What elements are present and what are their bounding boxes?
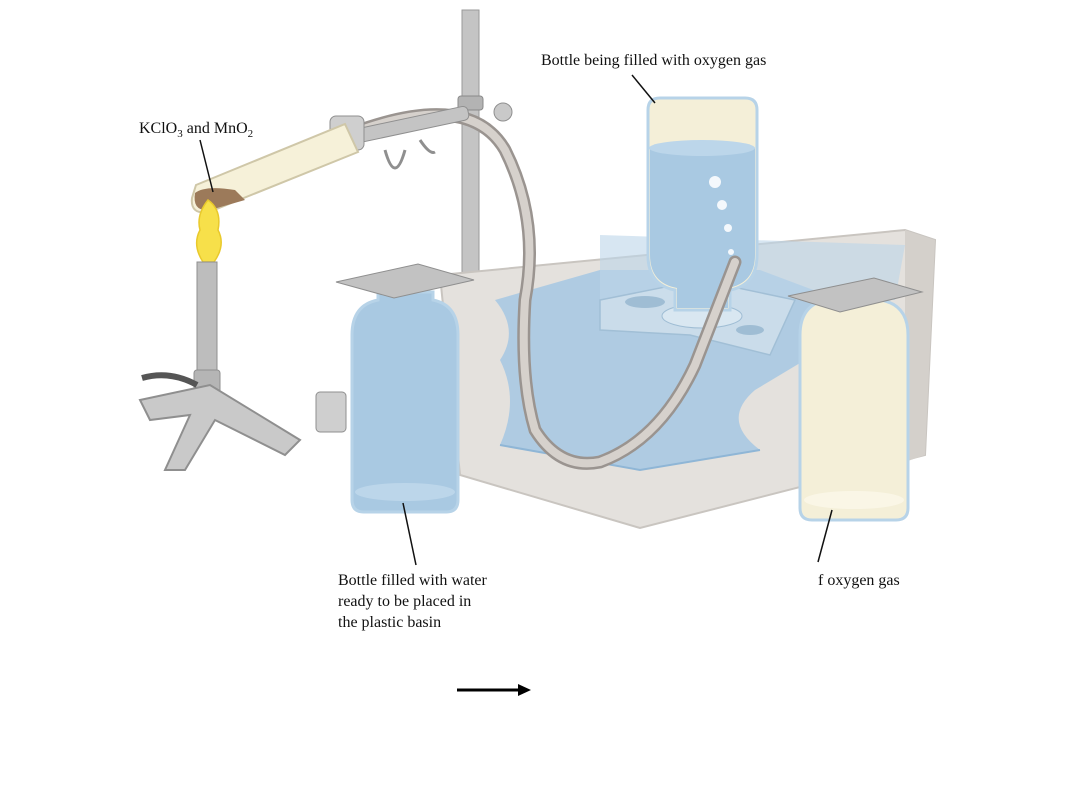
test-tube — [190, 122, 360, 214]
label-bottle-water-line1: Bottle filled with water — [338, 572, 488, 589]
right-arrow-icon — [457, 684, 531, 696]
flame-icon — [195, 198, 222, 263]
ring-stand-icon — [457, 9, 513, 281]
delivery-tube — [348, 108, 742, 470]
gas-bubble — [728, 249, 734, 255]
leader-line-oxygen — [817, 509, 833, 563]
label-bottle-water-line2: ready to be placed in — [338, 593, 471, 610]
bunsen-burner-icon — [138, 261, 347, 471]
bottle-being-filled — [646, 96, 759, 312]
label-bottle-water-line3: the plastic basin — [338, 614, 441, 631]
label-bottle-oxygen: f oxygen gas — [818, 572, 900, 589]
gas-bubble — [709, 176, 721, 188]
leader-line-water — [402, 502, 417, 566]
gas-bubble — [717, 200, 727, 210]
bottle-filled-with-oxygen — [787, 277, 924, 522]
leader-line-reactants — [199, 139, 214, 193]
label-bottle-being-filled: Bottle being filled with oxygen gas — [541, 52, 766, 69]
gas-bubble — [724, 224, 732, 232]
leader-line-filling — [631, 74, 656, 104]
bottle-filled-with-water — [335, 263, 475, 514]
label-reactants: KClO3 and MnO2 — [139, 120, 253, 140]
